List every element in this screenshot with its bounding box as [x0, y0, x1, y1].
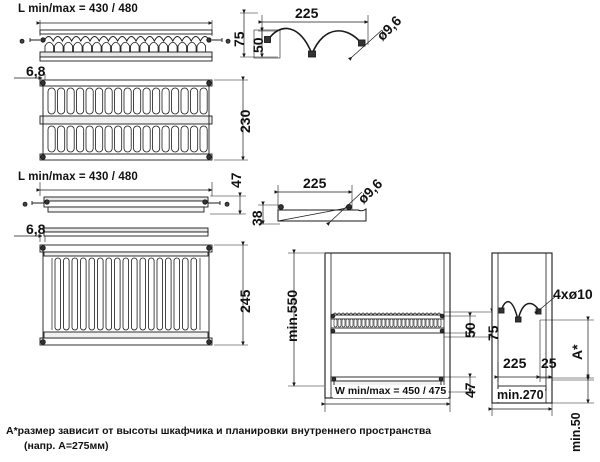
side-dim-225: 225	[503, 355, 527, 371]
bottom-plan-height-245: 245	[237, 289, 253, 313]
bracket-mid-height-38: 38	[249, 210, 265, 226]
side-depth-min270: min.270	[496, 388, 545, 402]
mid-view-title: L min/max = 430 / 480	[18, 171, 138, 183]
cabinet-dim-75: 75	[485, 325, 501, 341]
mid-view-height-47: 47	[228, 172, 244, 188]
side-dim-A: A*	[569, 344, 585, 360]
footnote-line-2: (напр. А=275мм)	[24, 440, 109, 453]
footnote-line-1: А*размер зависит от высоты шкафчика и пл…	[6, 425, 432, 437]
cabinet-dim-50: 50	[462, 322, 478, 338]
top-view-title: L min/max = 430 / 480	[18, 3, 138, 15]
bracket-top-height-75: 75	[231, 31, 247, 47]
bracket-top-width-225: 225	[295, 5, 319, 21]
plan-view-height-230: 230	[237, 109, 253, 133]
hole-callout-4x10: 4xø10	[553, 286, 593, 302]
side-dim-25: 25	[541, 355, 557, 371]
side-dim-min50: min.50	[569, 412, 583, 452]
bracket-top-height-50: 50	[250, 37, 266, 53]
bracket-mid-width-225: 225	[303, 175, 327, 191]
cabinet-width-label: W min/max = 450 / 475	[333, 385, 449, 398]
top-view-thickness-label: 6,8	[26, 63, 46, 79]
mid-view-thickness-label: 6,8	[26, 221, 46, 237]
cabinet-height-min550: min.550	[284, 289, 300, 342]
footnote-block: А*размер зависит от высоты шкафчика и пл…	[6, 424, 476, 454]
cabinet-dim-47: 47	[462, 382, 478, 398]
